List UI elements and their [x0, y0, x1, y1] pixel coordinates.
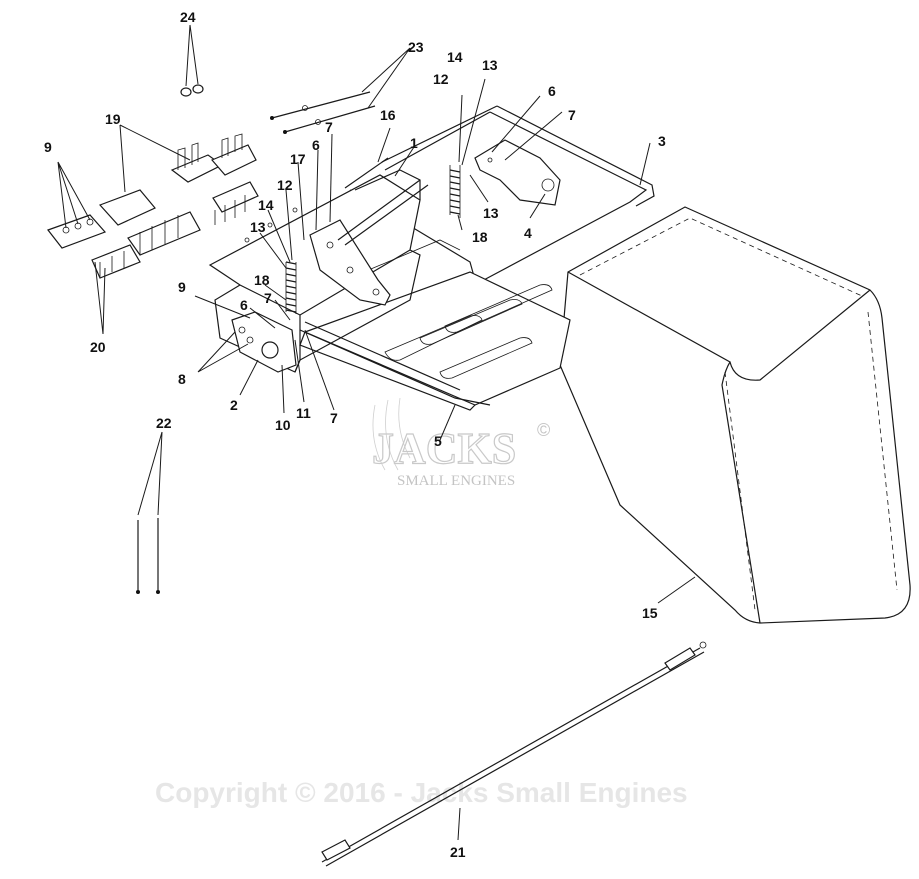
- callout-7-center: 7: [325, 119, 333, 135]
- callout-18-right: 18: [472, 229, 488, 245]
- part-23-cables: [270, 91, 376, 134]
- callout-8: 8: [178, 371, 186, 387]
- callout-24: 24: [180, 9, 196, 25]
- part-22-rods: [136, 518, 160, 594]
- callout-labels: 24 23 14 13 12 6 7 16 7 1 6 17 3 19 9 12…: [44, 9, 666, 860]
- leader-lines: [57, 24, 696, 841]
- callout-21: 21: [450, 844, 466, 860]
- callout-6-right: 6: [548, 83, 556, 99]
- part-20-flap-rods: [47, 211, 201, 279]
- callout-15: 15: [642, 605, 658, 621]
- watermark-registered-mark: ©: [537, 420, 550, 440]
- part-3-upper-frame: [349, 105, 655, 293]
- callout-6-center: 6: [312, 137, 320, 153]
- part-4-side-bracket: [474, 139, 561, 206]
- part-24-rings: [180, 84, 204, 97]
- callout-1: 1: [410, 135, 418, 151]
- callout-6-left: 6: [240, 297, 248, 313]
- part-2-side-bracket: [231, 311, 297, 373]
- callout-12-right: 12: [433, 71, 449, 87]
- callout-7-bottom: 7: [330, 410, 338, 426]
- callout-2: 2: [230, 397, 238, 413]
- callout-4: 4: [524, 225, 532, 241]
- callout-9-top: 9: [44, 139, 52, 155]
- part-5-floor-pan: [299, 271, 571, 411]
- part-21-long-cable: [321, 641, 707, 867]
- watermark-logo-text: JACKS: [372, 424, 516, 473]
- part-17-lift-rod: [299, 179, 491, 406]
- callout-13-right-top: 13: [482, 57, 498, 73]
- callout-13-left: 13: [250, 219, 266, 235]
- callout-22: 22: [156, 415, 172, 431]
- part-18-spring-right: [449, 165, 461, 218]
- callout-20: 20: [90, 339, 106, 355]
- part-15-grass-bag: [559, 206, 911, 624]
- callout-14-left: 14: [258, 197, 274, 213]
- callout-16: 16: [380, 107, 396, 123]
- callout-5: 5: [434, 433, 442, 449]
- watermark-logo: JACKS © SMALL ENGINES: [371, 397, 550, 489]
- callout-13-right-bottom: 13: [483, 205, 499, 221]
- callout-7-left: 7: [264, 290, 272, 306]
- callout-11: 11: [296, 405, 311, 421]
- callout-3: 3: [658, 133, 666, 149]
- callout-7-right: 7: [568, 107, 576, 123]
- callout-17: 17: [290, 151, 306, 167]
- part-16-pin: [344, 157, 389, 189]
- watermark-copyright: Copyright © 2016 - Jacks Small Engines: [155, 777, 688, 808]
- watermark-logo-subtitle: SMALL ENGINES: [397, 473, 515, 489]
- part-19-flaps: [98, 133, 259, 226]
- callout-9-left: 9: [178, 279, 186, 295]
- callout-12-left: 12: [277, 177, 293, 193]
- callout-10: 10: [275, 417, 291, 433]
- callout-23: 23: [408, 39, 424, 55]
- callout-18-left: 18: [254, 272, 270, 288]
- part-18-spring-left: [285, 261, 297, 314]
- callout-14-right: 14: [447, 49, 463, 65]
- lift-plate-center: [309, 219, 391, 306]
- callout-19: 19: [105, 111, 121, 127]
